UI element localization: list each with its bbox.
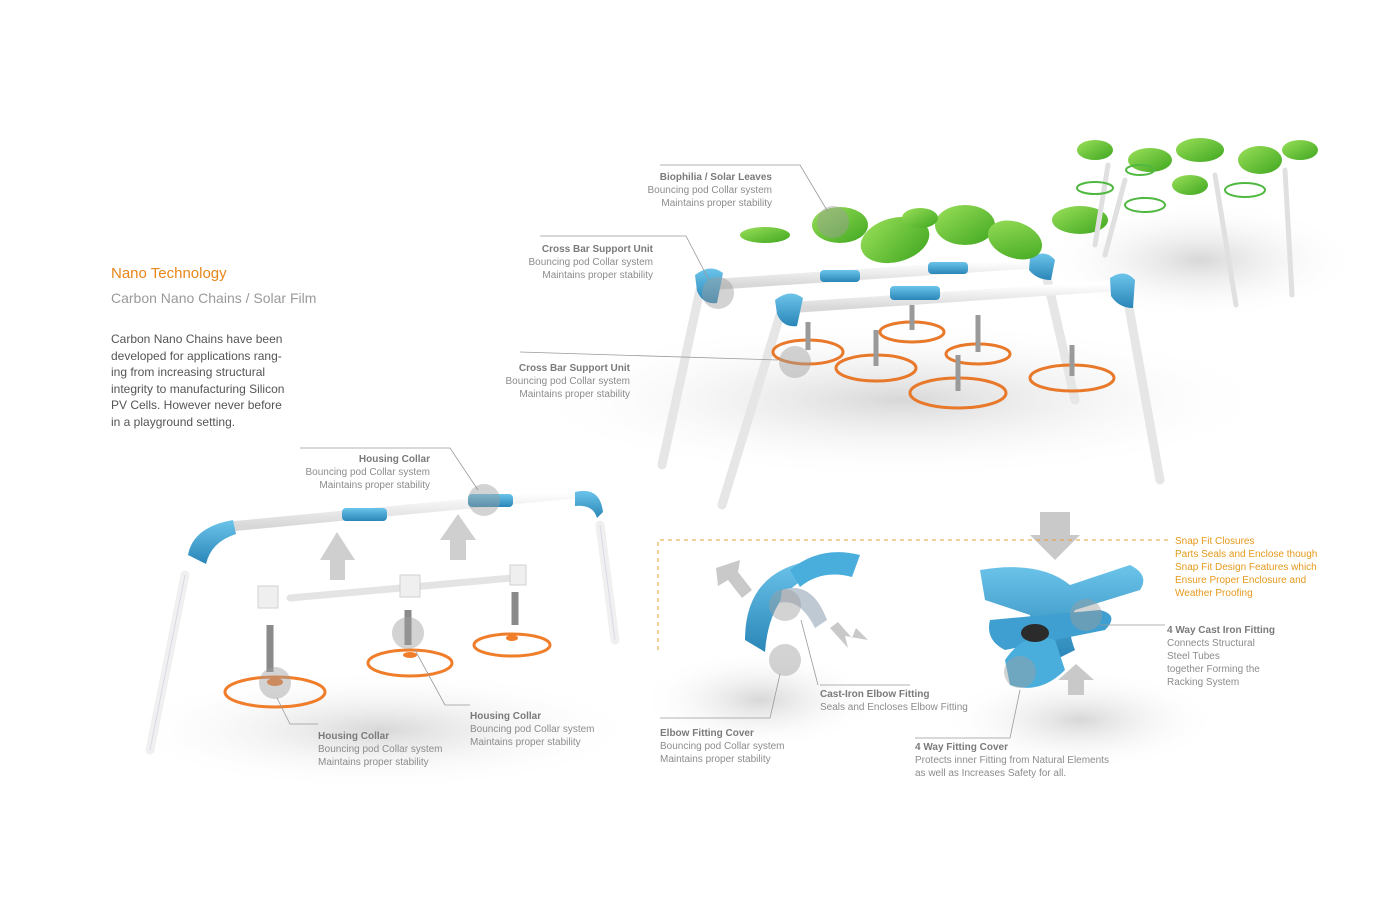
callout-fourway-cover: 4 Way Fitting Cover Protects inner Fitti… xyxy=(915,741,1109,780)
callout-markers xyxy=(259,206,1102,699)
snap-fit-line: Ensure Proper Enclosure and xyxy=(1175,575,1307,586)
callout-line: Seals and Encloses Elbow Fitting xyxy=(820,702,968,713)
callout-line: Bouncing pod Collar system xyxy=(505,376,630,387)
callout-housing-left: Housing Collar Bouncing pod Collar syste… xyxy=(318,730,443,769)
description-line: integrity to manufacturing Silicon xyxy=(111,381,285,396)
callout-housing-top: Housing Collar Bouncing pod Collar syste… xyxy=(258,453,430,492)
callout-line: Protects inner Fitting from Natural Elem… xyxy=(915,755,1109,766)
intro-description: Carbon Nano Chains have been developed f… xyxy=(111,331,311,430)
four-way-fitting-detail xyxy=(980,512,1144,695)
callout-line: Connects Structural xyxy=(1167,638,1255,649)
leader-lines xyxy=(276,164,1165,739)
callout-title: Housing Collar xyxy=(318,731,390,742)
exploded-structure xyxy=(145,488,620,755)
snap-fit-note: Snap Fit Closures Parts Seals and Enclos… xyxy=(1175,535,1317,600)
callout-line: Bouncing pod Collar system xyxy=(470,724,595,735)
callout-housing-mid: Housing Collar Bouncing pod Collar syste… xyxy=(470,710,595,749)
callout-elbow-cover: Elbow Fitting Cover Bouncing pod Collar … xyxy=(660,727,785,766)
callout-line: Maintains proper stability xyxy=(470,737,581,748)
callout-line: Bouncing pod Collar system xyxy=(305,467,430,478)
callout-crossbar-top: Cross Bar Support Unit Bouncing pod Coll… xyxy=(480,243,653,282)
snap-fit-line: Parts Seals and Enclose though xyxy=(1175,549,1318,560)
callout-title: 4 Way Cast Iron Fitting xyxy=(1167,625,1275,636)
callout-biophilia: Biophilia / Solar Leaves Bouncing pod Co… xyxy=(600,171,772,210)
callout-title: Biophilia / Solar Leaves xyxy=(659,172,772,183)
snap-fit-line: Snap Fit Design Features which xyxy=(1175,562,1317,573)
callout-line: Bouncing pod Collar system xyxy=(647,185,772,196)
callout-line: Bouncing pod Collar system xyxy=(318,744,443,755)
description-line: PV Cells. However never before xyxy=(111,398,282,412)
snap-fit-line: Snap Fit Closures xyxy=(1175,536,1255,547)
callout-cast-elbow: Cast-Iron Elbow Fitting Seals and Enclos… xyxy=(820,688,968,714)
callout-title: 4 Way Fitting Cover xyxy=(915,742,1008,753)
callout-crossbar-mid: Cross Bar Support Unit Bouncing pod Coll… xyxy=(458,362,630,401)
callout-line: Maintains proper stability xyxy=(319,480,430,491)
callout-title: Cross Bar Support Unit xyxy=(518,363,630,374)
elbow-fitting-detail xyxy=(716,552,868,652)
page-subtitle: Carbon Nano Chains / Solar Film xyxy=(111,290,317,306)
callout-line: Maintains proper stability xyxy=(661,198,772,209)
description-line: Carbon Nano Chains have been xyxy=(111,332,283,346)
callout-line: Maintains proper stability xyxy=(542,270,653,281)
ground-shadows xyxy=(120,200,1360,790)
callout-line: as well as Increases Safety for all. xyxy=(915,768,1067,779)
callout-line: Maintains proper stability xyxy=(519,389,630,400)
description-line: in a playground setting. xyxy=(111,414,236,429)
callout-title: Housing Collar xyxy=(470,711,542,722)
snap-fit-bracket xyxy=(657,539,1170,650)
page-title: Nano Technology xyxy=(111,265,227,282)
callout-fourway-cast: 4 Way Cast Iron Fitting Connects Structu… xyxy=(1167,624,1275,689)
callout-line: Bouncing pod Collar system xyxy=(660,741,785,752)
callout-title: Cross Bar Support Unit xyxy=(541,244,653,255)
snap-fit-line: Weather Proofing xyxy=(1175,588,1253,599)
callout-title: Cast-Iron Elbow Fitting xyxy=(820,689,930,700)
callout-line: together Forming the xyxy=(1167,664,1260,675)
callout-title: Elbow Fitting Cover xyxy=(660,728,754,739)
callout-line: Racking System xyxy=(1167,677,1240,688)
callout-line: Steel Tubes xyxy=(1167,651,1220,662)
description-line: developed for applications rang- xyxy=(111,348,282,363)
callout-line: Bouncing pod Collar system xyxy=(528,257,653,268)
callout-title: Housing Collar xyxy=(358,454,430,465)
description-line: ing from increasing structural xyxy=(111,365,266,379)
main-structure xyxy=(657,138,1318,510)
callout-line: Maintains proper stability xyxy=(318,757,429,768)
callout-line: Maintains proper stability xyxy=(660,754,771,765)
